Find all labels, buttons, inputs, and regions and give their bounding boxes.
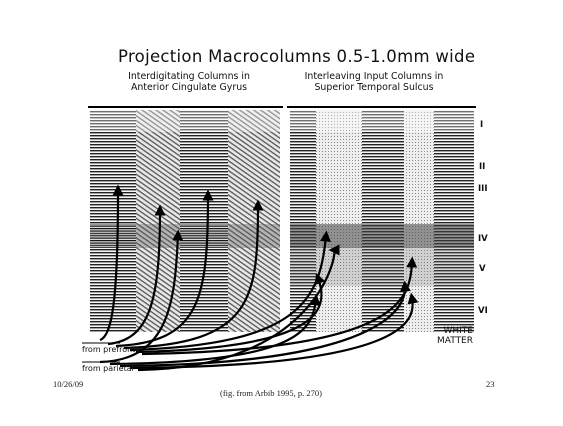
slide-date: 10/26/09 xyxy=(53,379,84,389)
white-matter-line1: WHITE xyxy=(443,326,473,336)
right-panel-heading-line1: Interleaving Input Columns in xyxy=(304,71,444,82)
left-panel-columns xyxy=(88,106,283,332)
figure-caption: (fig. from Arbib 1995, p. 270) xyxy=(220,388,322,398)
layer-label-1: I xyxy=(480,120,484,130)
layer-label-5: V xyxy=(479,264,486,274)
right-panel-heading: Interleaving Input Columns in Superior T… xyxy=(288,71,460,93)
figure-title: Projection Macrocolumns 0.5-1.0mm wide xyxy=(118,47,476,66)
left-panel-heading-line2: Anterior Cingulate Gyrus xyxy=(130,82,248,93)
right-panel-heading-line2: Superior Temporal Sulcus xyxy=(314,82,434,93)
prefrontal-label: from prefrontal xyxy=(82,345,143,354)
layer-label-4: IV xyxy=(478,234,488,244)
parietal-label: from parietal xyxy=(82,364,134,373)
layer-label-2: II xyxy=(479,162,486,172)
white-matter-label: WHITE MATTER xyxy=(437,326,473,346)
left-panel-heading: Interdigitating Columns in Anterior Cing… xyxy=(114,71,264,93)
parietal-arrows xyxy=(99,229,419,372)
left-panel-heading-line1: Interdigitating Columns in xyxy=(128,71,250,82)
layer-label-6: VI xyxy=(478,306,488,316)
page-number: 23 xyxy=(486,379,495,389)
white-matter-line2: MATTER xyxy=(437,336,473,346)
layer-label-3: III xyxy=(478,184,488,194)
